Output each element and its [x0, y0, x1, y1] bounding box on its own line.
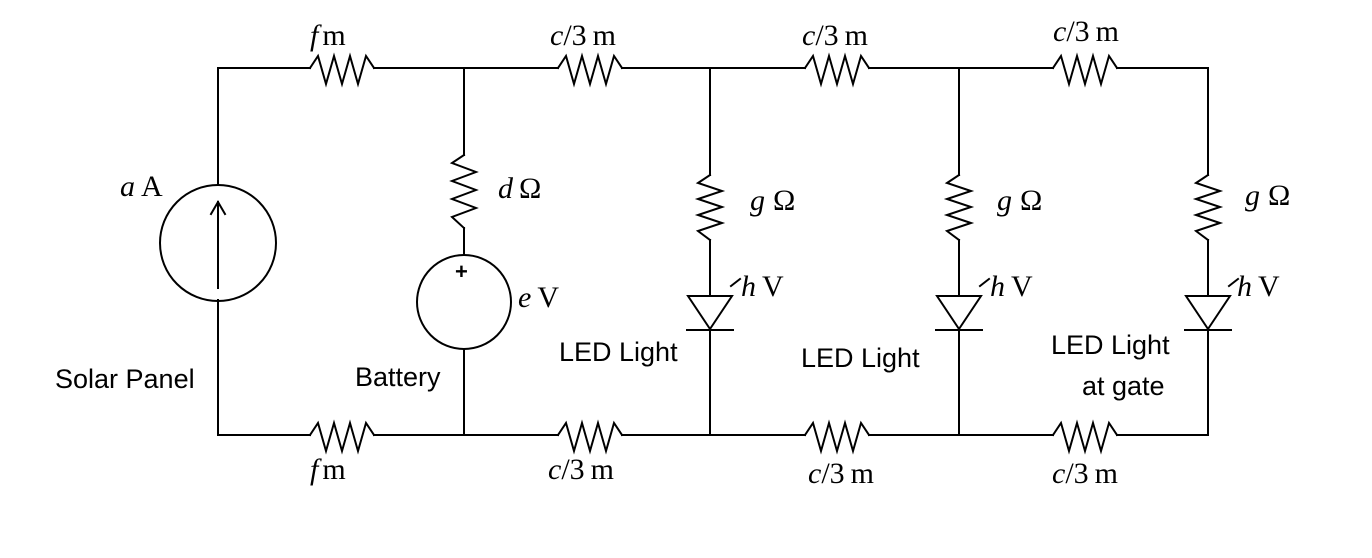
- battery-caption: Battery: [355, 362, 441, 392]
- led-diode-1: [686, 277, 742, 331]
- wiring: [217, 67, 1209, 436]
- bottom-resistor-1: [308, 419, 376, 455]
- led-caption-1: LED Light: [559, 337, 678, 367]
- top-resistor-2: [556, 52, 624, 88]
- led-resistor-1: [694, 173, 726, 242]
- led-caption-3-line-2: at gate: [1082, 371, 1165, 401]
- top-resistor-3: [803, 52, 871, 88]
- battery-plus-sign: +: [455, 259, 468, 284]
- led-diode-3: [1184, 277, 1240, 331]
- bottom-resistor-3: [803, 419, 871, 455]
- led-resistor-3: [1192, 173, 1224, 242]
- bottom-resistor-4: [1051, 419, 1119, 455]
- led-resistor-2: [943, 173, 975, 242]
- top-resistor-1: [308, 52, 376, 88]
- battery-source: [416, 254, 512, 350]
- current-source: [159, 184, 277, 302]
- battery-resistor: [449, 153, 479, 230]
- top-resistor-4: [1051, 52, 1119, 88]
- led-diode-2: [935, 277, 991, 331]
- led-caption-3-line-1: LED Light: [1051, 330, 1170, 360]
- led-caption-2: LED Light: [801, 343, 920, 373]
- source-caption: Solar Panel: [55, 364, 195, 394]
- bottom-resistor-2: [556, 419, 624, 455]
